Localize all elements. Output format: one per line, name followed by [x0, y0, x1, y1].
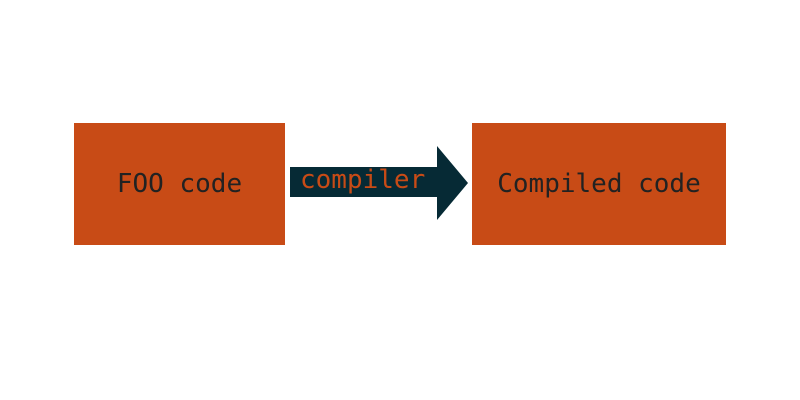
- foo-code-box: FOO code: [74, 123, 285, 245]
- compiler-arrow: compiler: [290, 146, 470, 220]
- compiler-label: compiler: [300, 165, 426, 195]
- compiled-code-box: Compiled code: [472, 123, 726, 245]
- arrow-shape-icon: [290, 146, 468, 220]
